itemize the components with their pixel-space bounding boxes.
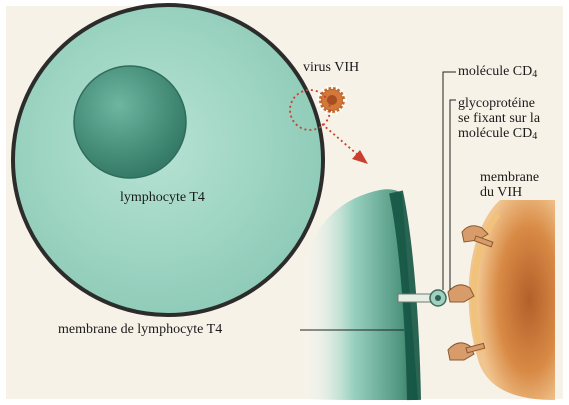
virus-label: virus VIH — [303, 60, 359, 75]
virus-small — [319, 87, 345, 113]
lymphocyte-label: lymphocyte T4 — [120, 190, 205, 205]
lymphocyte-membrane-label: membrane de lymphocyte T4 — [58, 322, 222, 337]
cd4-stalk — [398, 294, 432, 302]
virus-membrane-label: membrane du VIH — [480, 170, 539, 200]
nucleus — [74, 66, 186, 178]
cd4-label: molécule CD4 — [458, 64, 537, 82]
glycoprotein-label: glycoprotéine se fixant sur la molécule … — [458, 96, 540, 144]
